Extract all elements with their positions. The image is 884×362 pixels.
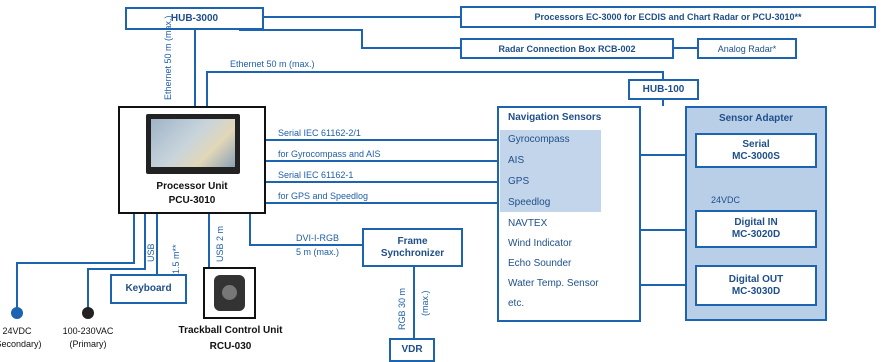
ethernet-vertical-text: Ethernet 50 m (max.) — [163, 15, 173, 100]
rgb-label: RGB 30 m — [397, 287, 407, 330]
usb-trackball-label: USB 2 m — [215, 225, 225, 262]
processor-screen-icon — [146, 114, 240, 174]
sensor-speedlog: Speedlog — [508, 197, 551, 208]
trackball-unit — [203, 267, 256, 319]
digital-in-line2: MC-3020D — [731, 229, 781, 240]
processor-title: Processor Unit — [156, 181, 228, 192]
usb-keyboard-length-label: 1.5 m** — [171, 244, 181, 274]
system-diagram: HUB-3000 Processors EC-3000 for ECDIS an… — [0, 6, 876, 362]
digital-in-box: Digital IN MC-3020D — [695, 210, 817, 248]
highlight-block — [500, 130, 601, 212]
power-primary-line1: 100-230VAC — [62, 326, 114, 336]
sensor-water-temp: Water Temp. Sensor — [508, 278, 599, 289]
digital-out-line2: MC-3030D — [731, 285, 781, 297]
trackball-title: Trackball Control Unit — [178, 325, 283, 336]
vdr-box: VDR — [389, 338, 435, 362]
serial-label-3: Serial IEC 61162-1 — [278, 170, 354, 180]
usb-keyboard-label: USB — [146, 243, 156, 262]
sensor-echo-sounder: Echo Sounder — [508, 258, 572, 269]
adapter-24vdc-label: 24VDC — [711, 195, 741, 205]
dvi-label: DVI-I-RGB — [296, 233, 340, 243]
processors-ec3000-box: Processors EC-3000 for ECDIS and Chart R… — [460, 6, 876, 28]
sensor-ais: AIS — [508, 155, 525, 166]
rgb-max-label: (max.) — [420, 290, 430, 317]
serial-mc3000s-box: Serial MC-3000S — [695, 133, 817, 168]
serial-line1: Serial — [742, 138, 770, 150]
digital-in-line1: Digital IN — [734, 217, 778, 228]
hub-100-box: HUB-100 — [628, 79, 699, 100]
trackball-model: RCU-030 — [209, 341, 252, 352]
hub-3000-box: HUB-3000 — [125, 7, 264, 30]
processor-unit: Processor Unit PCU-3010 — [118, 106, 266, 214]
processor-model: PCU-3010 — [168, 195, 216, 206]
nav-sensors-title: Navigation Sensors — [508, 112, 602, 123]
dvi-length-label: 5 m (max.) — [296, 247, 340, 257]
sensor-wind-indicator: Wind Indicator — [508, 238, 572, 249]
ethernet-label: Ethernet 50 m (max.) — [230, 59, 315, 69]
power-primary-line2: (Primary) — [69, 339, 107, 349]
serial-label-1: Serial IEC 61162-2/1 — [278, 128, 361, 138]
sensor-navtex: NAVTEX — [508, 218, 548, 229]
sensor-gps: GPS — [508, 176, 530, 187]
frame-sync-line1: Frame — [397, 235, 428, 247]
frame-sync-line2: Synchronizer — [380, 247, 445, 259]
analog-radar-box: Analog Radar* — [697, 38, 797, 59]
secondary-power-dot — [11, 307, 23, 319]
keyboard-box: Keyboard — [110, 274, 187, 304]
serial-line2: MC-3000S — [732, 150, 780, 162]
digital-out-line1: Digital OUT — [728, 273, 784, 285]
sensor-adapter-title: Sensor Adapter — [718, 113, 794, 124]
chart-display-icon — [151, 119, 235, 167]
sensor-etc: etc. — [508, 298, 525, 309]
digital-out-box: Digital OUT MC-3030D — [695, 265, 817, 306]
radar-connection-box: Radar Connection Box RCB-002 — [460, 38, 674, 59]
trackball-ball-icon — [222, 285, 237, 300]
power-secondary-line2: (Secondary) — [0, 339, 42, 349]
primary-power-dot — [82, 307, 94, 319]
sensor-gyrocompass: Gyrocompass — [508, 134, 570, 145]
serial-label-4: for GPS and Speedlog — [278, 191, 369, 201]
ethernet-vertical-label: Ethernet 50 m (max.) — [163, 15, 174, 100]
frame-synchronizer-box: Frame Synchronizer — [362, 228, 463, 267]
power-secondary-line1: 24VDC — [2, 326, 32, 336]
serial-label-2: for Gyrocompass and AIS — [278, 149, 381, 159]
trackball-icon — [214, 275, 245, 311]
